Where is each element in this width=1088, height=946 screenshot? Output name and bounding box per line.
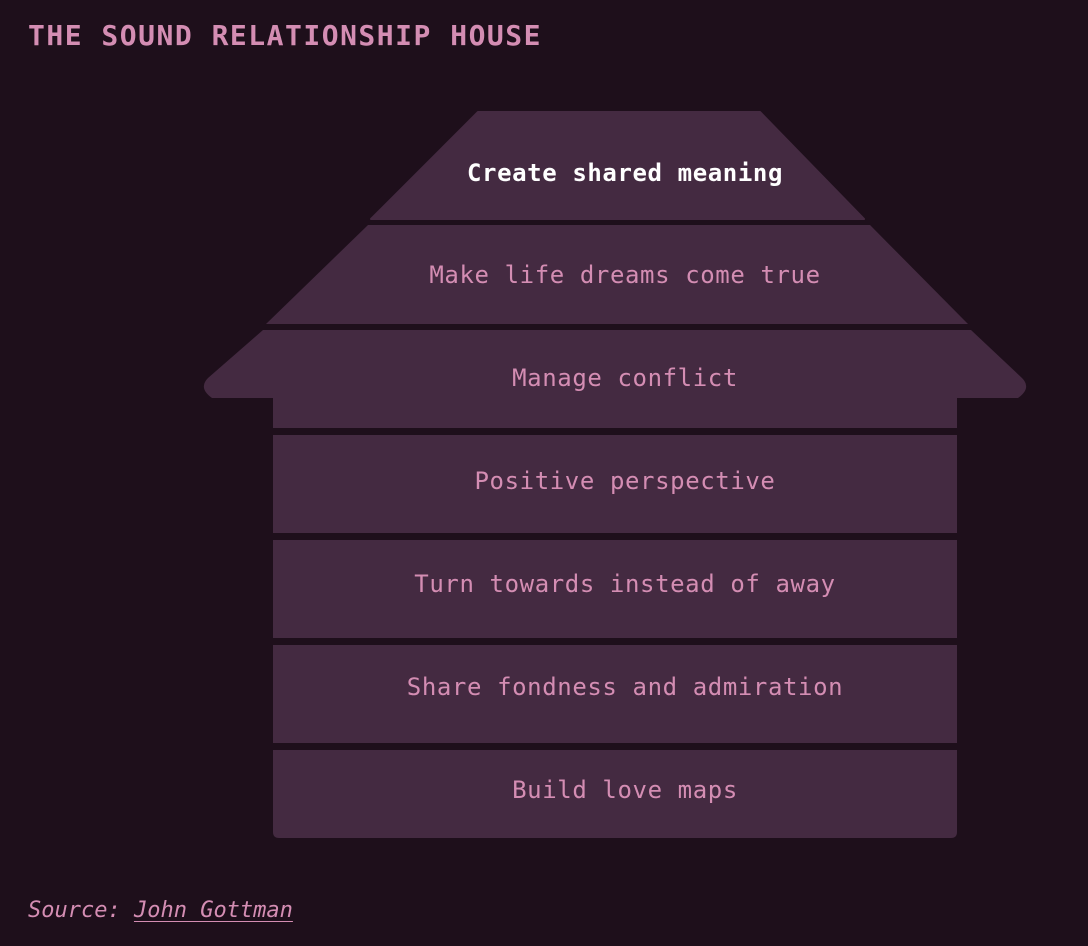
tier-label-share-fondness: Share fondness and admiration: [407, 673, 843, 701]
tier-label-manage-conflict: Manage conflict: [512, 364, 738, 392]
house-tier-3: Manage conflict: [203, 330, 1027, 428]
tier-label-build-love-maps: Build love maps: [512, 776, 738, 804]
house-tier-6: Share fondness and admiration: [273, 645, 957, 743]
source-credit: Source: John Gottman: [28, 898, 293, 923]
tier-shape-foundation: [273, 750, 957, 838]
house-tier-5: Turn towards instead of away: [273, 540, 957, 638]
tier-shape-wall-4: [273, 435, 957, 533]
tier-label-make-life-dreams: Make life dreams come true: [429, 261, 820, 289]
source-author-link[interactable]: John Gottman: [133, 898, 293, 923]
tier-label-turn-towards: Turn towards instead of away: [414, 570, 835, 598]
source-prefix: Source:: [28, 898, 121, 923]
tier-shape-wall-5: [273, 540, 957, 638]
tier-shape-roof-top: [370, 111, 865, 220]
tier-shape-roof-middle: [266, 225, 968, 324]
tier-shape-roof-eaves: [203, 330, 1027, 428]
house-tier-4: Positive perspective: [273, 435, 957, 533]
tier-shape-wall-6: [273, 645, 957, 743]
house-tier-1: Create shared meaning: [370, 111, 865, 220]
house-tier-2: Make life dreams come true: [266, 225, 968, 324]
tier-label-positive-perspective: Positive perspective: [475, 467, 776, 495]
tier-label-create-shared-meaning: Create shared meaning: [467, 159, 783, 187]
page-title: THE SOUND RELATIONSHIP HOUSE: [28, 19, 543, 52]
house-tier-7: Build love maps: [273, 750, 957, 838]
